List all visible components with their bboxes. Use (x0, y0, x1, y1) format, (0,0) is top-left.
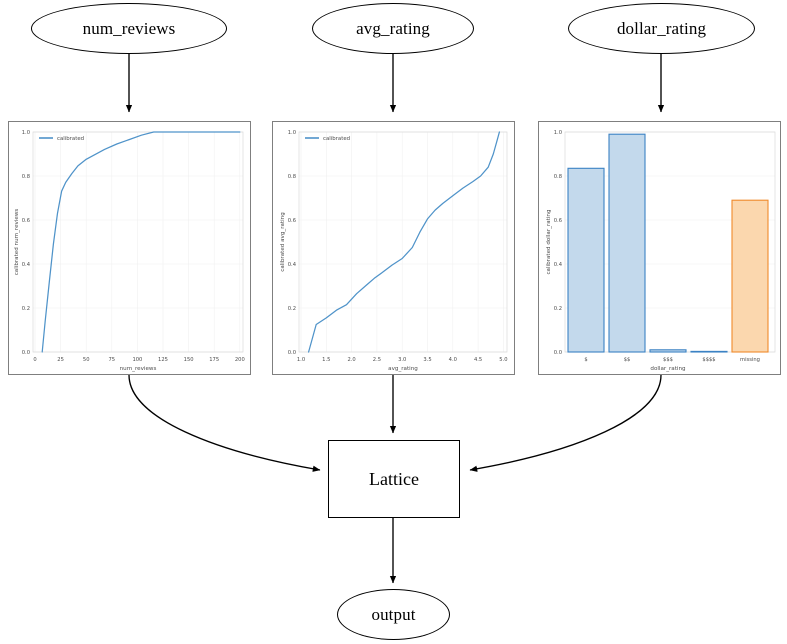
bar-dollar-3 (649, 349, 687, 353)
edge-dollar-rating-chart-to-lattice (469, 374, 662, 472)
svg-text:0.4: 0.4 (554, 262, 563, 268)
svg-text:2.5: 2.5 (373, 357, 381, 363)
svg-text:1.0: 1.0 (554, 130, 562, 136)
x-tick-labels: $ $$ $$$ $$$$ missing (584, 357, 760, 363)
x-tick-labels: 0 25 50 75 100 125 150 175 200 (33, 357, 244, 363)
svg-text:3.0: 3.0 (398, 357, 406, 363)
svg-text:0.8: 0.8 (288, 174, 296, 180)
svg-text:200: 200 (235, 357, 245, 363)
x-axis-title: dollar_rating (650, 366, 686, 372)
svg-text:0.0: 0.0 (22, 350, 30, 356)
svg-text:$$$$: $$$$ (702, 357, 715, 363)
node-lattice[interactable]: Lattice (328, 440, 460, 518)
svg-text:$: $ (584, 357, 587, 363)
y-tick-labels: 0.0 0.2 0.4 0.6 0.8 1.0 (288, 130, 297, 356)
svg-text:calibrated: calibrated (57, 136, 84, 142)
bar-dollar-4 (690, 350, 728, 353)
svg-text:75: 75 (108, 357, 115, 363)
svg-text:0.0: 0.0 (288, 350, 296, 356)
svg-text:25: 25 (57, 357, 64, 363)
svg-text:0.2: 0.2 (288, 306, 296, 312)
chart-panel-num-reviews[interactable]: calibrated 0.0 0.2 0.4 0.6 0.8 1.0 0 25 … (8, 121, 251, 375)
svg-text:0.4: 0.4 (288, 262, 297, 268)
bar-missing (731, 199, 769, 353)
bar-dollar-2 (608, 133, 646, 353)
y-tick-labels: 0.0 0.2 0.4 0.6 0.8 1.0 (22, 130, 31, 356)
series-calibrated-line (41, 131, 241, 353)
chart-panel-avg-rating[interactable]: calibrated 0.0 0.2 0.4 0.6 0.8 1.0 1.0 1… (272, 121, 515, 375)
svg-text:$$$: $$$ (663, 357, 673, 363)
chart-num-reviews-svg: calibrated 0.0 0.2 0.4 0.6 0.8 1.0 0 25 … (9, 122, 250, 374)
x-axis-title: avg_rating (388, 366, 418, 372)
svg-text:1.0: 1.0 (288, 130, 296, 136)
svg-text:175: 175 (209, 357, 219, 363)
bar-group (567, 133, 769, 353)
svg-text:1.5: 1.5 (322, 357, 330, 363)
gridlines-x (300, 132, 504, 352)
chart-avg-rating-svg: calibrated 0.0 0.2 0.4 0.6 0.8 1.0 1.0 1… (273, 122, 514, 374)
svg-text:1.0: 1.0 (297, 357, 305, 363)
svg-text:missing: missing (740, 357, 760, 363)
svg-text:1.0: 1.0 (22, 130, 30, 136)
y-tick-labels: 0.0 0.2 0.4 0.6 0.8 1.0 (554, 130, 563, 356)
svg-text:0: 0 (33, 357, 36, 363)
svg-text:150: 150 (184, 357, 194, 363)
svg-text:5.0: 5.0 (499, 357, 507, 363)
y-axis-title: calibrated dollar_rating (546, 209, 552, 274)
node-num-reviews-label: num_reviews (82, 19, 176, 38)
svg-text:125: 125 (158, 357, 168, 363)
node-avg-rating[interactable]: avg_rating (312, 3, 474, 54)
svg-text:2.0: 2.0 (347, 357, 355, 363)
series-calibrated-line (307, 131, 501, 353)
node-lattice-label: Lattice (369, 468, 419, 489)
svg-text:0.8: 0.8 (554, 174, 562, 180)
svg-text:0.6: 0.6 (288, 218, 296, 224)
node-output[interactable]: output (337, 589, 450, 640)
svg-text:0.8: 0.8 (22, 174, 30, 180)
edge-num-reviews-chart-to-lattice (128, 374, 321, 472)
x-tick-labels: 1.0 1.5 2.0 2.5 3.0 3.5 4.0 4.5 5.0 (297, 357, 508, 363)
svg-text:$$: $$ (624, 357, 631, 363)
node-dollar-rating[interactable]: dollar_rating (568, 3, 755, 54)
svg-text:0.0: 0.0 (554, 350, 562, 356)
svg-text:4.5: 4.5 (474, 357, 482, 363)
y-axis-title: calibrated avg_rating (280, 212, 286, 272)
chart-panel-dollar-rating[interactable]: 0.0 0.2 0.4 0.6 0.8 1.0 $ $$ $$$ $$$$ mi… (538, 121, 781, 375)
svg-text:100: 100 (132, 357, 142, 363)
node-dollar-rating-label: dollar_rating (616, 19, 707, 38)
svg-text:0.6: 0.6 (554, 218, 562, 224)
svg-text:50: 50 (83, 357, 90, 363)
chart-legend: calibrated (305, 136, 350, 142)
svg-text:calibrated: calibrated (323, 136, 350, 142)
chart-dollar-rating-svg: 0.0 0.2 0.4 0.6 0.8 1.0 $ $$ $$$ $$$$ mi… (539, 122, 780, 374)
svg-text:0.2: 0.2 (22, 306, 30, 312)
x-axis-title: num_reviews (120, 366, 157, 372)
svg-text:0.4: 0.4 (22, 262, 31, 268)
node-num-reviews[interactable]: num_reviews (31, 3, 227, 54)
gridlines-x (34, 132, 241, 352)
svg-text:4.0: 4.0 (449, 357, 457, 363)
bar-dollar-1 (567, 167, 605, 353)
node-avg-rating-label: avg_rating (356, 19, 430, 38)
svg-text:3.5: 3.5 (423, 357, 431, 363)
chart-legend: calibrated (39, 136, 84, 142)
svg-text:0.6: 0.6 (22, 218, 30, 224)
node-output-label: output (371, 605, 416, 624)
y-axis-title: calibrated num_reviews (14, 209, 20, 276)
svg-text:0.2: 0.2 (554, 306, 562, 312)
